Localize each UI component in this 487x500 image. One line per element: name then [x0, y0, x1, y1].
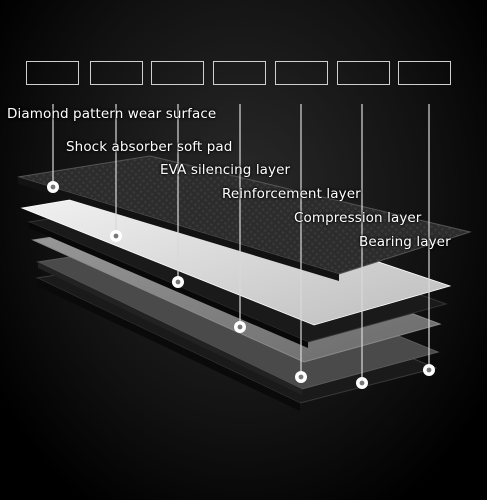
marker-eva: [172, 276, 184, 288]
header-box-3: [151, 61, 204, 85]
layer-label-bearing: Bearing layer: [359, 234, 451, 250]
layer-label-compression: Compression layer: [294, 210, 422, 226]
header-box-1: [26, 61, 79, 85]
marker-extra: [423, 364, 435, 376]
layer-label-eva: EVA silencing layer: [160, 162, 291, 178]
header-box-5: [275, 61, 328, 85]
marker-reinforcement: [234, 321, 246, 333]
layer-label-soft-pad: Shock absorber soft pad: [66, 139, 233, 155]
header-box-7: [398, 61, 451, 85]
layer-label-wear-surface: Diamond pattern wear surface: [7, 106, 217, 122]
marker-soft-pad: [110, 230, 122, 242]
callout-markers: [47, 181, 435, 389]
header-box-2: [90, 61, 143, 85]
marker-bearing: [356, 377, 368, 389]
layer-label-reinforcement: Reinforcement layer: [222, 186, 361, 202]
marker-compression: [295, 371, 307, 383]
callout-lines: [52, 104, 430, 383]
header-box-6: [337, 61, 390, 85]
header-box-4: [213, 61, 266, 85]
marker-wear-surface: [47, 181, 59, 193]
